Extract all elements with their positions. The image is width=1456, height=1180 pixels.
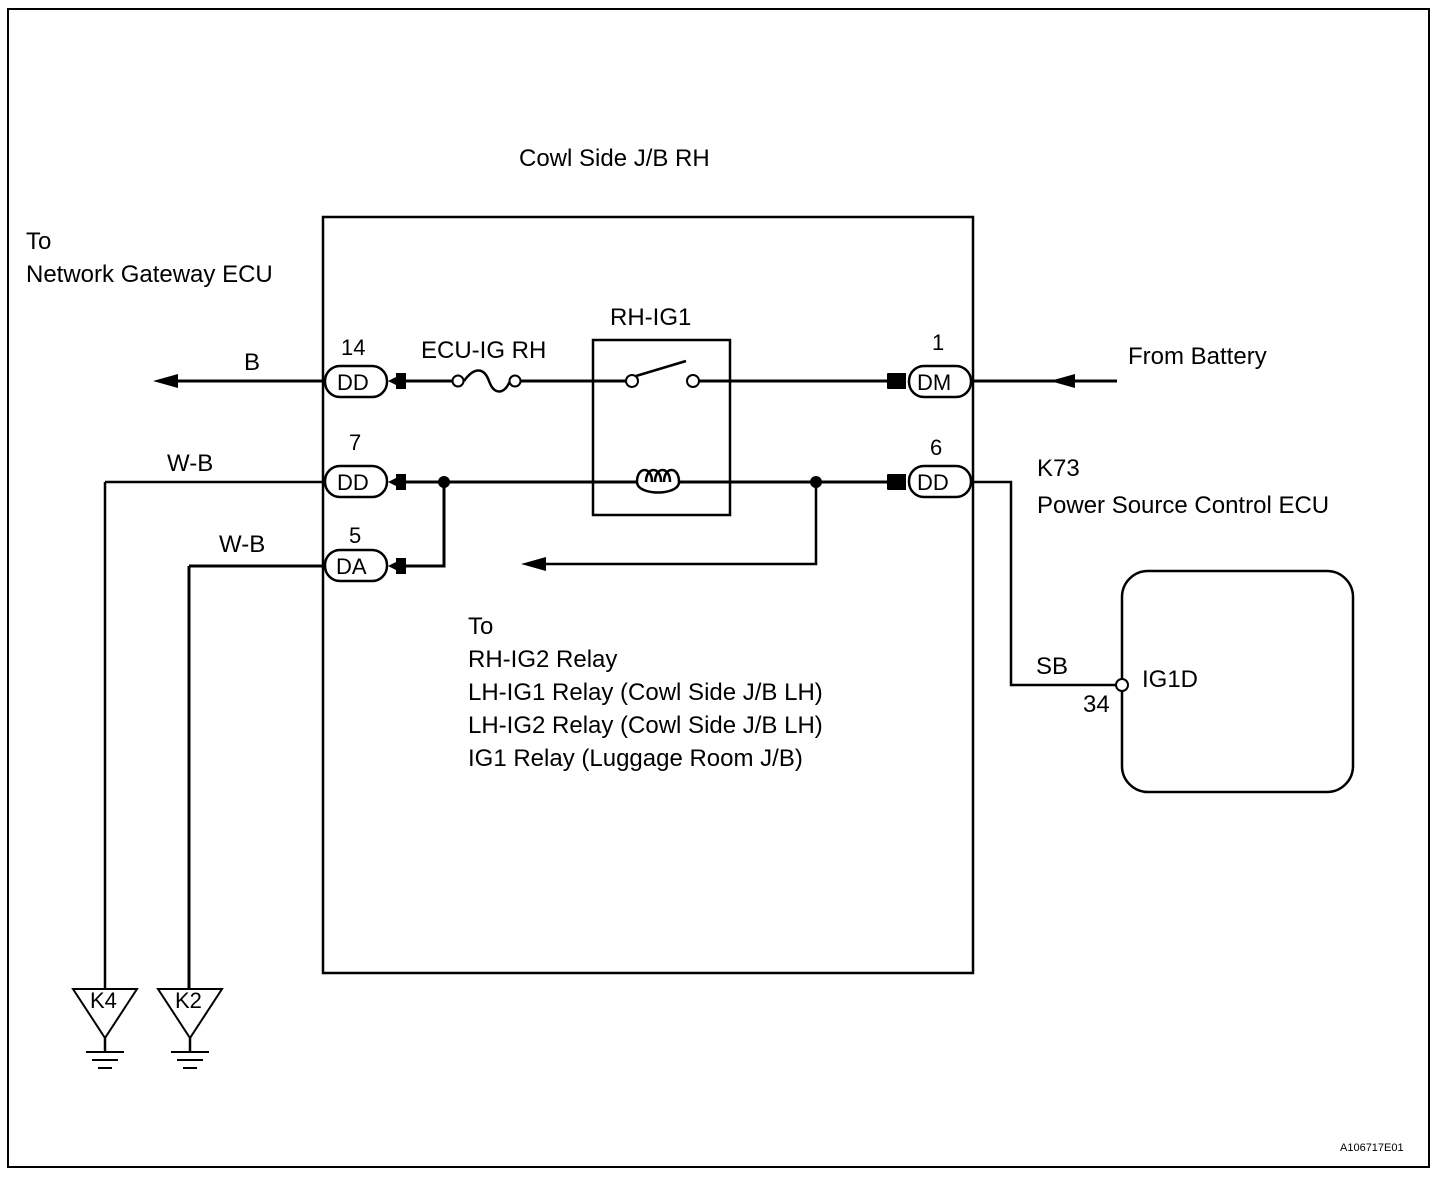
to-list-line-3: LH-IG2 Relay (Cowl Side J/B LH) bbox=[468, 712, 823, 739]
to-list-line-4: IG1 Relay (Luggage Room J/B) bbox=[468, 745, 803, 772]
network-gateway-to-label: To bbox=[26, 228, 51, 255]
connector-6-name: DD bbox=[917, 470, 949, 495]
from-battery-label: From Battery bbox=[1128, 343, 1267, 370]
relay-label: RH-IG1 bbox=[610, 304, 691, 331]
arrow-to-network-gateway bbox=[153, 374, 178, 388]
fuse-symbol bbox=[462, 369, 512, 393]
connector-5-pin: 5 bbox=[349, 523, 361, 548]
wire-sb-label: SB bbox=[1036, 653, 1068, 680]
network-gateway-label: Network Gateway ECU bbox=[26, 261, 273, 288]
relay-switch-arm bbox=[635, 359, 687, 378]
ecu-pin-number: 34 bbox=[1083, 691, 1110, 718]
junction-block-title: Cowl Side J/B RH bbox=[519, 145, 710, 172]
figure-code: A106717E01 bbox=[1340, 1142, 1404, 1154]
ecu-code: K73 bbox=[1037, 455, 1080, 482]
connector-5-name: DA bbox=[336, 554, 367, 579]
junction-block-box bbox=[321, 215, 975, 975]
connector-7-name: DD bbox=[337, 470, 369, 495]
connector-7 bbox=[323, 464, 389, 499]
connector-14 bbox=[323, 364, 389, 399]
wire-wb-2-label: W-B bbox=[219, 531, 265, 558]
to-list-line-0: To bbox=[468, 613, 493, 640]
relay-contact-right bbox=[686, 374, 700, 388]
fuse-label: ECU-IG RH bbox=[421, 337, 546, 364]
connector-14-name: DD bbox=[337, 370, 369, 395]
connector-7-pin: 7 bbox=[349, 430, 361, 455]
ground-k4-label: K4 bbox=[90, 988, 117, 1013]
outer-frame bbox=[7, 8, 1430, 1168]
connector-14-pin: 14 bbox=[341, 335, 365, 360]
ecu-pin-name: IG1D bbox=[1142, 666, 1198, 693]
connector-5 bbox=[323, 548, 389, 583]
connector-1-name: DM bbox=[917, 370, 951, 395]
to-list-line-1: RH-IG2 Relay bbox=[468, 646, 617, 673]
connector-1 bbox=[907, 364, 973, 399]
relay-box bbox=[591, 338, 732, 517]
wire-wb-1-label: W-B bbox=[167, 450, 213, 477]
arrow-to-other-relays bbox=[521, 557, 546, 571]
ecu-name: Power Source Control ECU bbox=[1037, 492, 1329, 519]
ecu-terminal bbox=[1115, 678, 1129, 692]
wire-b-label: B bbox=[244, 349, 260, 376]
arrow-from-battery bbox=[1050, 374, 1075, 388]
ground-k2-label: K2 bbox=[175, 988, 202, 1013]
connector-1-pin: 1 bbox=[932, 330, 944, 355]
connector-6-pin: 6 bbox=[930, 435, 942, 460]
connector-6 bbox=[907, 464, 973, 499]
relay-coil-symbol bbox=[635, 468, 681, 494]
wire-to-other-relays bbox=[545, 482, 818, 566]
ground-k4-triangle bbox=[71, 988, 139, 1040]
relay-contact-left bbox=[625, 374, 639, 388]
wire-sb bbox=[973, 480, 1116, 687]
ground-k2-triangle bbox=[156, 988, 224, 1040]
to-list-line-2: LH-IG1 Relay (Cowl Side J/B LH) bbox=[468, 679, 823, 706]
